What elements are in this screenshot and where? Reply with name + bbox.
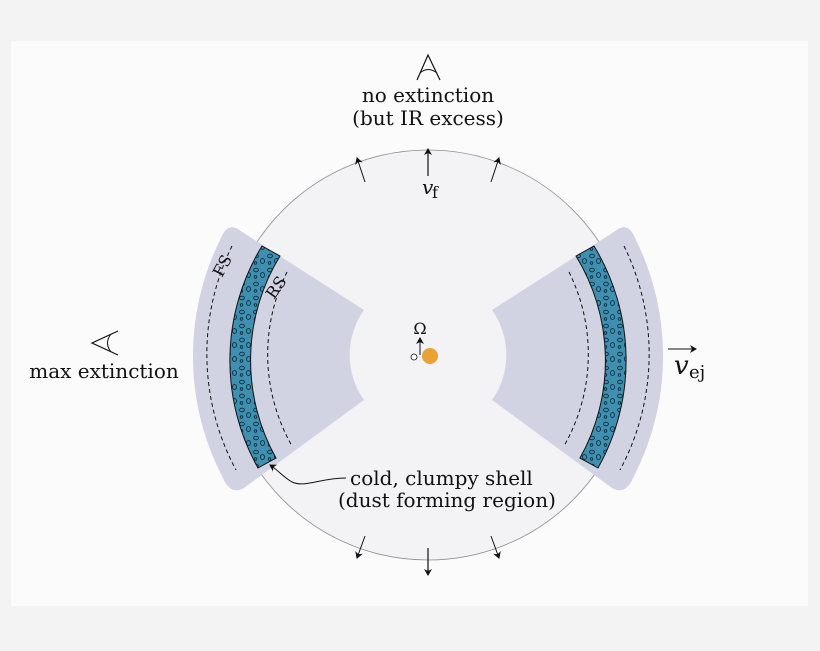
ejecta-velocity-symbol: v	[674, 351, 689, 381]
omega-label: Ω	[413, 319, 426, 338]
top-observer-eye-icon	[416, 53, 441, 81]
left-reverse-shock-line	[267, 271, 293, 447]
shell-label-line2: (dust forming region)	[338, 488, 556, 512]
companion-marker	[410, 353, 418, 361]
shell-label-line1: cold, clumpy shell	[350, 466, 533, 490]
central-star	[422, 348, 438, 364]
top-right-velocity-arrow	[490, 157, 501, 183]
left-viewer-label: max extinction	[29, 359, 179, 383]
front-velocity-symbol: v	[422, 175, 434, 199]
left-forward-shock-line	[206, 245, 237, 471]
bottom-right-velocity-arrow	[490, 535, 501, 559]
right-clumpy-shell	[575, 245, 627, 469]
right-forward-shock-line	[619, 245, 650, 471]
right-reverse-shock-line	[563, 271, 589, 447]
bottom-left-velocity-arrow	[355, 535, 366, 559]
left-clumpy-shell	[229, 245, 281, 469]
top-left-velocity-arrow	[355, 157, 366, 183]
front-velocity-subscript: f	[432, 183, 439, 202]
right-ejecta-wedge	[492, 227, 664, 491]
left-ejecta-wedge	[192, 227, 364, 491]
left-observer-eye-icon	[90, 330, 119, 356]
top-viewer-label-line2: (but IR excess)	[352, 106, 504, 130]
top-viewer-label-line1: no extinction	[362, 83, 494, 107]
shell-leader-line	[269, 464, 347, 485]
ejecta-velocity-subscript: ej	[689, 362, 705, 383]
